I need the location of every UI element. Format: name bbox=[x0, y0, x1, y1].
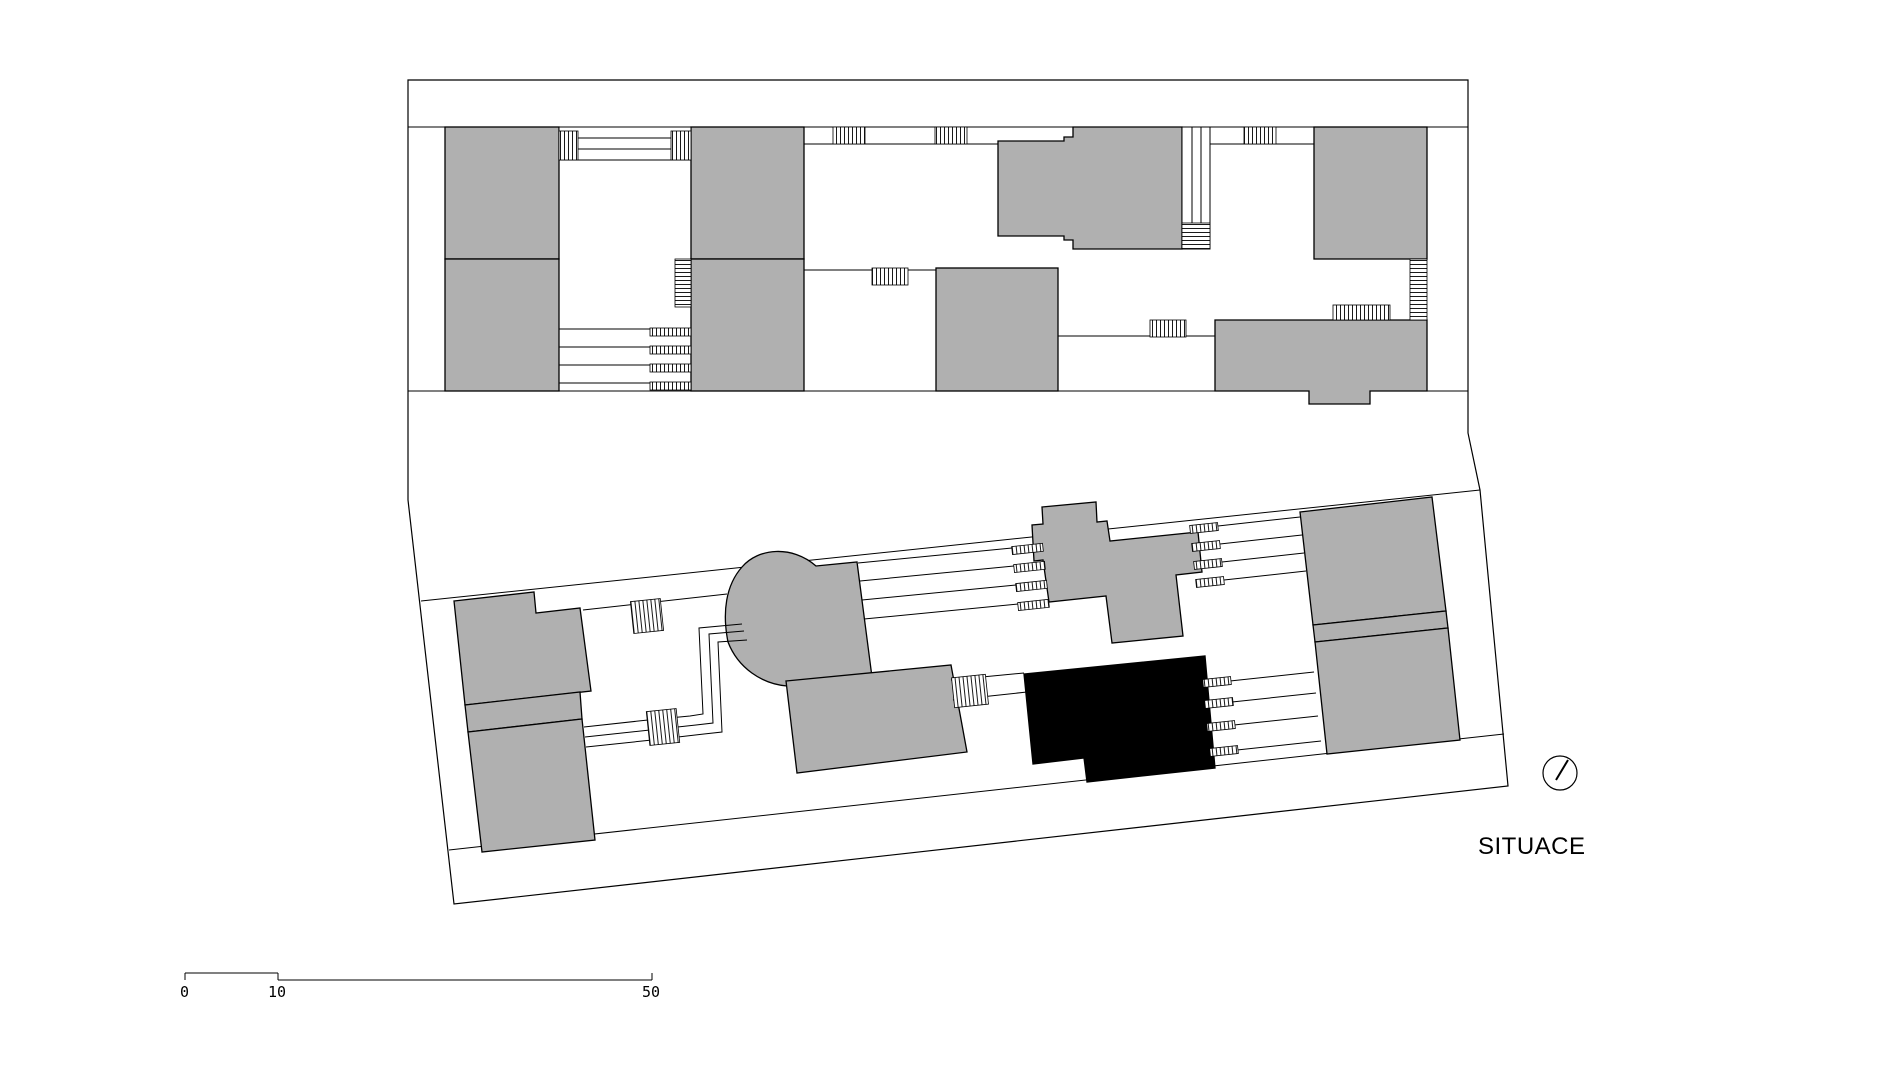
site-boundary bbox=[407, 79, 1509, 905]
building bbox=[935, 267, 1059, 392]
scale-tick-label: 0 bbox=[180, 983, 190, 1001]
scale-tick-label: 50 bbox=[642, 983, 661, 1001]
building bbox=[724, 550, 873, 687]
lower-strip-top-line bbox=[420, 489, 1481, 602]
plan-title: SITUACE bbox=[1478, 833, 1586, 860]
building bbox=[444, 126, 560, 260]
building bbox=[1214, 319, 1428, 405]
north-arrow-icon bbox=[1542, 755, 1578, 791]
building bbox=[444, 258, 560, 392]
building bbox=[1313, 126, 1428, 260]
building bbox=[690, 258, 805, 392]
building bbox=[1314, 627, 1461, 755]
building bbox=[1299, 496, 1447, 626]
upper-connectors bbox=[558, 126, 1428, 391]
building bbox=[785, 664, 968, 774]
building bbox=[997, 126, 1183, 250]
building bbox=[453, 591, 592, 706]
scale-tick-label: 10 bbox=[268, 983, 287, 1001]
building bbox=[690, 126, 805, 260]
scale-bar bbox=[184, 972, 653, 981]
building bbox=[467, 718, 596, 853]
highlighted-building bbox=[1023, 655, 1216, 783]
lower-connectors bbox=[582, 516, 1322, 757]
building bbox=[1031, 501, 1203, 644]
lower-row bbox=[453, 496, 1461, 853]
upper-row bbox=[444, 126, 1428, 405]
